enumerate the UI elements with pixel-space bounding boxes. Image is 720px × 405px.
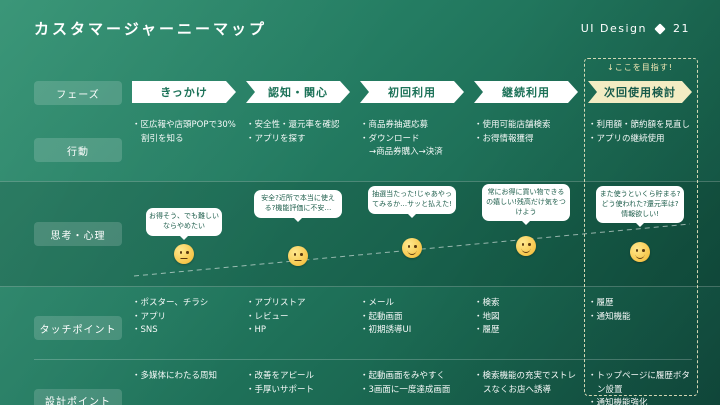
touchpoint-item: ・地図 bbox=[474, 311, 500, 322]
action-item: ・お得情報獲得 bbox=[474, 133, 534, 144]
touchpoint-item: ・レビュー bbox=[246, 311, 289, 322]
row-label-action: 行動 bbox=[34, 138, 122, 162]
speech-bubble: お得そう、でも難しいならやめたい bbox=[146, 208, 222, 240]
phase-pill-next-use: 次回使用検討 bbox=[588, 81, 692, 103]
row-label-thought: 思考・心理 bbox=[34, 222, 122, 246]
speech-bubble: また使うといくら貯まる?どう使われた?還元率は?情報欲しい! bbox=[596, 186, 684, 228]
touchpoint-item: ・通知機能 bbox=[588, 311, 631, 322]
touchpoint-item: ・起動画面 bbox=[360, 311, 403, 322]
diamond-icon bbox=[654, 22, 666, 35]
row-label-touchpoint: タッチポイント bbox=[34, 316, 122, 340]
touchpoint-item: ・初期誘導UI bbox=[360, 325, 412, 336]
phase-pill-awareness: 認知・関心 bbox=[246, 81, 350, 103]
phase-pill-retention: 継続利用 bbox=[474, 81, 578, 103]
speech-bubble: 抽選当たった!じゃあやってみるか…サッと払えた! bbox=[368, 186, 456, 218]
goal-note: ↓ここを目指す! bbox=[607, 63, 673, 72]
design-list-4: ・検索機能の充実でストレスなくお店へ誘導 bbox=[474, 370, 578, 397]
design-points-row: 設計ポイント ・多媒体にわたる周知 ・改善をアピール ・手厚いサポート ・起動画… bbox=[34, 359, 692, 405]
touchpoint-item: ・履歴 bbox=[588, 298, 614, 308]
page-title: カスタマージャーニーマップ bbox=[34, 20, 267, 38]
touchpoint-item: ・メール bbox=[360, 298, 395, 308]
design-list-1: ・多媒体にわたる周知 bbox=[132, 370, 236, 384]
touchpoint-item: ・検索 bbox=[474, 298, 500, 308]
design-item: ・改善をアピール bbox=[246, 371, 315, 381]
touchpoint-item: ・HP bbox=[246, 325, 267, 336]
phase-pill-first-use: 初回利用 bbox=[360, 81, 464, 103]
action-item: ・使用可能店舗検索 bbox=[474, 120, 551, 130]
touchpoints-list-3: ・メール ・起動画面 ・初期誘導UI bbox=[360, 297, 464, 338]
emoji-face-icon bbox=[288, 246, 308, 266]
action-item: ・ダウンロード bbox=[360, 133, 420, 144]
design-list-5: ・トップページに履歴ボタン設置 ・通知機能強化 bbox=[588, 370, 692, 405]
emoji-face-icon bbox=[516, 236, 536, 256]
action-item: ・安全性・還元率を確認 bbox=[246, 120, 340, 130]
action-item: ・アプリを探す bbox=[246, 133, 306, 144]
action-item: ・商品券抽選応募 bbox=[360, 120, 429, 130]
page-number: 21 bbox=[673, 22, 690, 35]
touchpoint-item: ・ポスター、チラシ bbox=[132, 298, 209, 308]
design-item: ・手厚いサポート bbox=[246, 384, 315, 395]
speech-bubble: 安全?近所で本当に使える?機能評価に不安… bbox=[254, 190, 342, 222]
design-item: ・通知機能強化 bbox=[588, 398, 648, 405]
actions-list-3: ・商品券抽選応募 ・ダウンロード →商品券購入→決済 bbox=[360, 119, 464, 160]
action-item: ・利用額・節約額を見直し bbox=[588, 120, 691, 130]
emotion-cell-5: また使うといくら貯まる?どう使われた?還元率は?情報欲しい! bbox=[588, 182, 692, 286]
emotion-cell-2: 安全?近所で本当に使える?機能評価に不安… bbox=[246, 182, 350, 286]
emotion-cell-1: お得そう、でも難しいならやめたい bbox=[132, 182, 236, 286]
emotion-cell-3: 抽選当たった!じゃあやってみるか…サッと払えた! bbox=[360, 182, 464, 286]
action-item: ・区広報や店頭POPで30%割引を知る bbox=[132, 120, 236, 144]
phase-pill-trigger: きっかけ bbox=[132, 81, 236, 103]
touchpoint-item: ・履歴 bbox=[474, 325, 500, 336]
emoji-face-icon bbox=[174, 244, 194, 264]
journey-board: フェーズ きっかけ 認知・関心 初回利用 継続利用 次回使用検討 行動 ・区広報… bbox=[0, 51, 720, 405]
emoji-face-icon bbox=[630, 242, 650, 262]
row-label-phase: フェーズ bbox=[34, 81, 122, 105]
touchpoints-list-4: ・検索 ・地図 ・履歴 bbox=[474, 297, 578, 338]
action-item: →商品券購入→決済 bbox=[369, 147, 443, 158]
design-list-2: ・改善をアピール ・手厚いサポート bbox=[246, 370, 350, 397]
touchpoints-list-5: ・履歴 ・通知機能 bbox=[588, 297, 692, 324]
phase-row: フェーズ きっかけ 認知・関心 初回利用 継続利用 次回使用検討 bbox=[34, 57, 692, 105]
design-item: ・起動画面をみやすく bbox=[360, 371, 446, 381]
touchpoints-list-1: ・ポスター、チラシ ・アプリ ・SNS bbox=[132, 297, 236, 338]
design-item: ・3画面に一度達成画面 bbox=[360, 384, 451, 395]
emotion-row: 思考・心理 お得そう、でも難しいならやめたい 安全?近所で本当に使える?機能評価… bbox=[0, 181, 720, 287]
touchpoint-item: ・アプリ bbox=[132, 311, 167, 322]
actions-list-5: ・利用額・節約額を見直し ・アプリの継続使用 bbox=[588, 119, 692, 146]
speech-bubble: 常にお得に買い物できるの嬉しい!残高だけ気をつけよう bbox=[482, 184, 570, 226]
design-item: ・検索機能の充実でストレスなくお店へ誘導 bbox=[474, 371, 577, 395]
actions-row: 行動 ・区広報や店頭POPで30%割引を知る ・安全性・還元率を確認 ・アプリを… bbox=[34, 109, 692, 181]
actions-list-4: ・使用可能店舗検索 ・お得情報獲得 bbox=[474, 119, 578, 146]
actions-list-2: ・安全性・還元率を確認 ・アプリを探す bbox=[246, 119, 350, 146]
design-item: ・多媒体にわたる周知 bbox=[132, 371, 218, 381]
emotion-cell-4: 常にお得に買い物できるの嬉しい!残高だけ気をつけよう bbox=[474, 182, 578, 286]
action-item: ・アプリの継続使用 bbox=[588, 133, 665, 144]
touchpoint-item: ・SNS bbox=[132, 325, 158, 336]
brand-label: UI Design bbox=[580, 22, 647, 35]
actions-list-1: ・区広報や店頭POPで30%割引を知る bbox=[132, 119, 236, 146]
touchpoints-list-2: ・アプリストア ・レビュー ・HP bbox=[246, 297, 350, 338]
row-label-design: 設計ポイント bbox=[34, 388, 122, 405]
touchpoint-item: ・アプリストア bbox=[246, 298, 306, 308]
design-item: ・トップページに履歴ボタン設置 bbox=[588, 371, 690, 395]
design-list-3: ・起動画面をみやすく ・3画面に一度達成画面 bbox=[360, 370, 464, 397]
brand-area: UI Design 21 bbox=[581, 22, 690, 35]
touchpoints-row: タッチポイント ・ポスター、チラシ ・アプリ ・SNS ・アプリストア ・レビュ… bbox=[34, 287, 692, 359]
emoji-face-icon bbox=[402, 238, 422, 258]
slide-header: カスタマージャーニーマップ UI Design 21 bbox=[0, 0, 720, 51]
